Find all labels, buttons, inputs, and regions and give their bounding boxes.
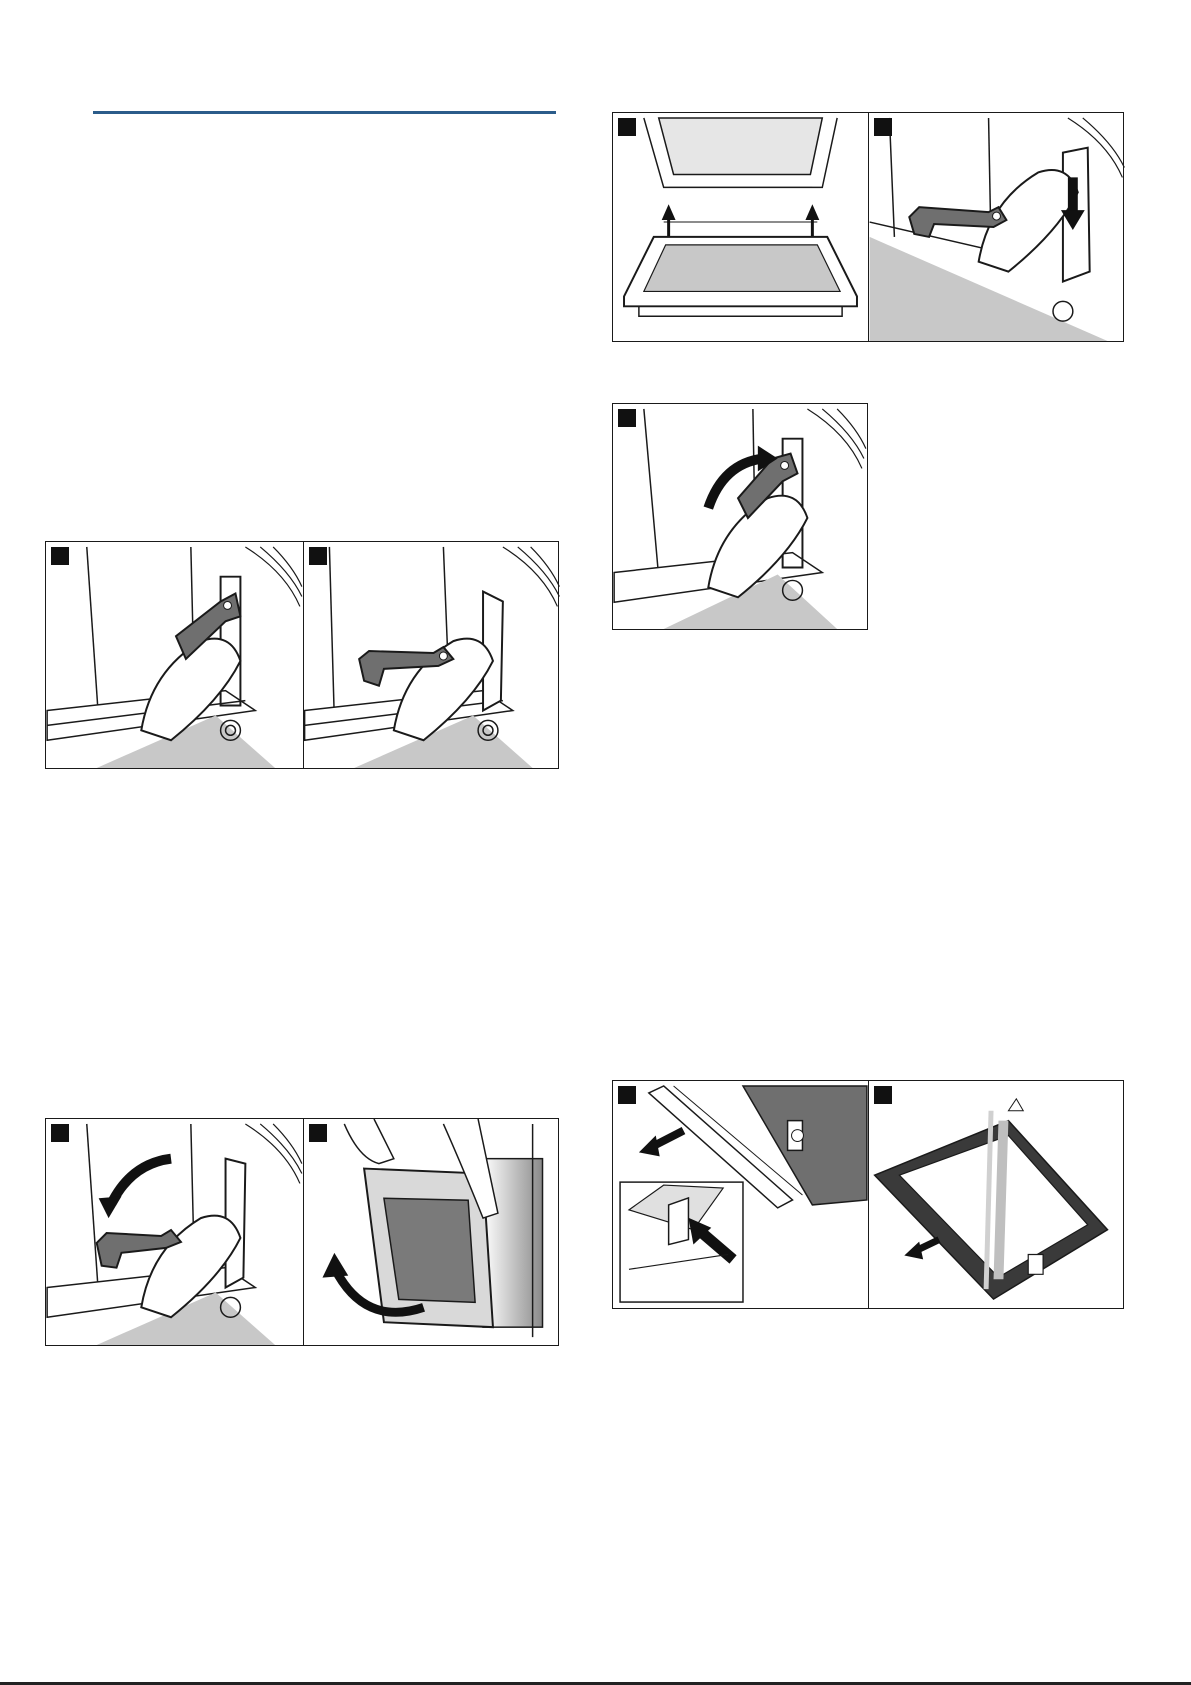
step-badge <box>51 547 69 565</box>
step-badge <box>874 118 892 136</box>
figure-panel <box>303 542 560 768</box>
figure-hinge-close <box>612 403 868 630</box>
step-badge <box>618 118 636 136</box>
figure-panel <box>868 113 1125 341</box>
figure-hinge-open <box>45 541 559 769</box>
step-badge <box>874 1086 892 1104</box>
hinge-lever-raise-icon <box>613 404 869 629</box>
step-badge <box>618 1086 636 1104</box>
step-badge <box>618 409 636 427</box>
figure-panel <box>46 1119 303 1345</box>
figure-panel <box>303 1119 560 1345</box>
step-badge <box>309 547 327 565</box>
step-badge <box>51 1124 69 1142</box>
figure-panel <box>613 404 869 629</box>
door-onto-hinges-icon <box>613 113 868 341</box>
section-header-rule <box>93 111 556 114</box>
lift-door-off-icon <box>304 1119 560 1345</box>
hinge-seat-down-icon <box>869 113 1125 341</box>
figure-door-removal <box>45 1118 559 1346</box>
hinge-lever-fold-down-icon <box>46 1119 303 1345</box>
door-cover-release-icon <box>613 1081 868 1308</box>
glass-pane-remove-icon <box>869 1081 1125 1308</box>
figure-panel <box>613 113 868 341</box>
hinge-lever-lowered-icon <box>304 542 560 768</box>
figure-glass-panel <box>612 1080 1124 1309</box>
figure-panel <box>868 1081 1125 1308</box>
figure-door-refit <box>612 112 1124 342</box>
step-badge <box>309 1124 327 1142</box>
figure-panel <box>46 542 303 768</box>
hinge-lever-up-icon <box>46 542 303 768</box>
figure-panel <box>613 1081 868 1308</box>
